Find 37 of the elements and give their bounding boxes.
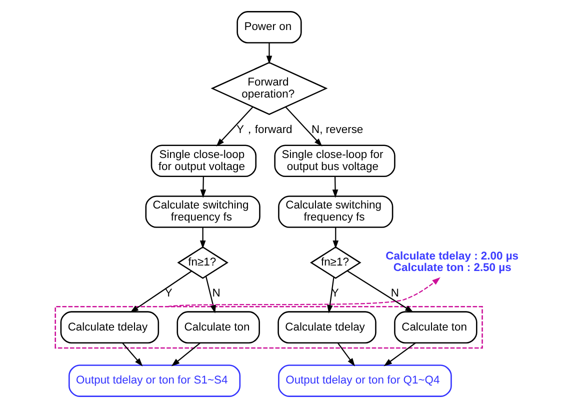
- node-box: Calculate ton: [394, 311, 477, 344]
- node-box: Calculate ton: [176, 311, 260, 344]
- arrow: [346, 270, 413, 312]
- arrow: [130, 270, 192, 313]
- arrow: [216, 106, 253, 147]
- arrow: [336, 342, 355, 366]
- arrow: [121, 342, 142, 366]
- arrow: [170, 342, 200, 366]
- arrow: [199, 227, 206, 249]
- node-box: Output tdelay or ton for S1~S4: [68, 364, 240, 397]
- edge-label: Y: [330, 288, 338, 300]
- node-box: Calculate tdelay: [60, 311, 159, 344]
- arrow: [204, 276, 216, 314]
- edge-label: Y，forward: [236, 124, 292, 136]
- arrow: [266, 42, 272, 64]
- arrow: [166, 277, 440, 308]
- node-text: Calculate tdelay : 2.00 µs Calculate ton : 2.50 µs: [385, 250, 518, 274]
- node-diamond: fn≥1?: [310, 246, 361, 279]
- node-diamond: fn≥1?: [176, 246, 228, 279]
- node-box: Calculate tdelay: [277, 311, 376, 344]
- node-box: Output tdelay or ton for Q1~Q4: [278, 364, 452, 397]
- node-diamond: Forward operation?: [210, 62, 328, 116]
- edge-label: N, reverse: [310, 124, 363, 136]
- edge-label: N: [212, 288, 220, 300]
- arrow: [326, 277, 334, 314]
- node-box: Single close-loop for output bus voltage: [274, 144, 395, 178]
- arrow: [200, 176, 206, 198]
- edge-label: Y: [164, 288, 172, 300]
- edge-label: N: [390, 288, 398, 300]
- node-box: Single close-loop for output voltage: [150, 144, 256, 178]
- node-box: Calculate switching frequency fs: [278, 196, 393, 228]
- node-box: Power on: [236, 11, 302, 44]
- node-box: Calculate switching frequency fs: [144, 196, 260, 228]
- arrow: [332, 227, 338, 249]
- arrow: [383, 342, 416, 366]
- arrow: [284, 106, 322, 147]
- arrow: [332, 176, 338, 198]
